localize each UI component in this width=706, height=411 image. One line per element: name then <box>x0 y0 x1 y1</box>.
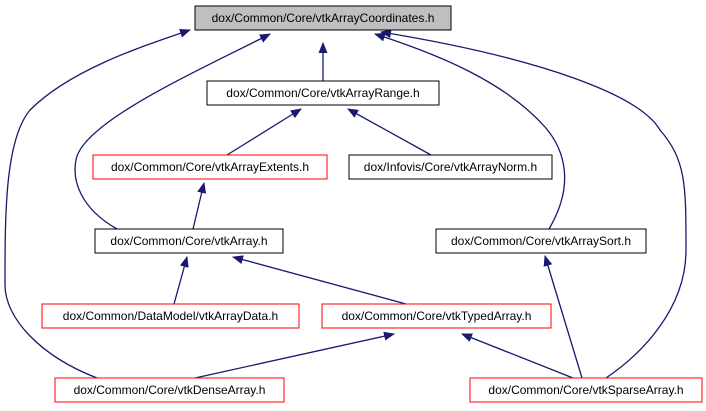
node-label: dox/Common/DataModel/vtkArrayData.h <box>63 309 278 323</box>
node-sort[interactable]: dox/Common/Core/vtkArraySort.h <box>435 228 647 254</box>
node-extents[interactable]: dox/Common/Core/vtkArrayExtents.h <box>92 154 328 180</box>
edge-norm-to-range <box>347 108 432 156</box>
edge-sparse-to-coords <box>380 29 687 379</box>
node-arraydata[interactable]: dox/Common/DataModel/vtkArrayData.h <box>41 303 300 329</box>
node-box <box>41 303 300 329</box>
node-label: dox/Infovis/Core/vtkArrayNorm.h <box>364 160 537 174</box>
node-label: dox/Common/Core/vtkTypedArray.h <box>342 309 532 323</box>
edge-typed-to-array <box>232 255 407 305</box>
edge-dense-to-typed <box>194 331 395 379</box>
node-dense[interactable]: dox/Common/Core/vtkDenseArray.h <box>54 377 285 403</box>
node-coords: dox/Common/Core/vtkArrayCoordinates.h <box>194 5 452 31</box>
node-box <box>92 154 328 180</box>
file-nodes: dox/Common/Core/vtkArrayCoordinates.h dox… <box>41 5 703 403</box>
edge-array-to-coords <box>74 33 271 230</box>
node-box <box>435 228 647 254</box>
edge-sparse-to-sort <box>543 255 583 379</box>
dependency-edges <box>4 28 687 379</box>
edge-extents-to-range <box>226 108 302 156</box>
node-sparse[interactable]: dox/Common/Core/vtkSparseArray.h <box>469 377 703 403</box>
node-norm[interactable]: dox/Infovis/Core/vtkArrayNorm.h <box>348 154 553 180</box>
node-label: dox/Common/Core/vtkArraySort.h <box>451 234 631 248</box>
node-label: dox/Common/Core/vtkArrayCoordinates.h <box>212 11 435 25</box>
node-label: dox/Common/Core/vtkArray.h <box>110 234 267 248</box>
edge-dense-to-coords <box>4 28 191 379</box>
node-label: dox/Common/Core/vtkSparseArray.h <box>488 383 683 397</box>
node-box <box>194 5 452 31</box>
node-array[interactable]: dox/Common/Core/vtkArray.h <box>94 228 284 254</box>
node-box <box>206 80 440 106</box>
edge-sparse-to-typed <box>461 333 574 379</box>
node-range[interactable]: dox/Common/Core/vtkArrayRange.h <box>206 80 440 106</box>
node-box <box>321 303 552 329</box>
node-box <box>94 228 284 254</box>
node-box <box>54 377 285 403</box>
node-label: dox/Common/Core/vtkArrayExtents.h <box>111 160 309 174</box>
node-typed[interactable]: dox/Common/Core/vtkTypedArray.h <box>321 303 552 329</box>
node-label: dox/Common/Core/vtkDenseArray.h <box>74 383 266 397</box>
edge-array-to-extents <box>192 182 207 230</box>
node-box <box>469 377 703 403</box>
edge-arraydata-to-array <box>173 256 189 305</box>
node-box <box>348 154 553 180</box>
edge-sort-to-coords <box>374 32 566 230</box>
node-label: dox/Common/Core/vtkArrayRange.h <box>226 86 419 100</box>
